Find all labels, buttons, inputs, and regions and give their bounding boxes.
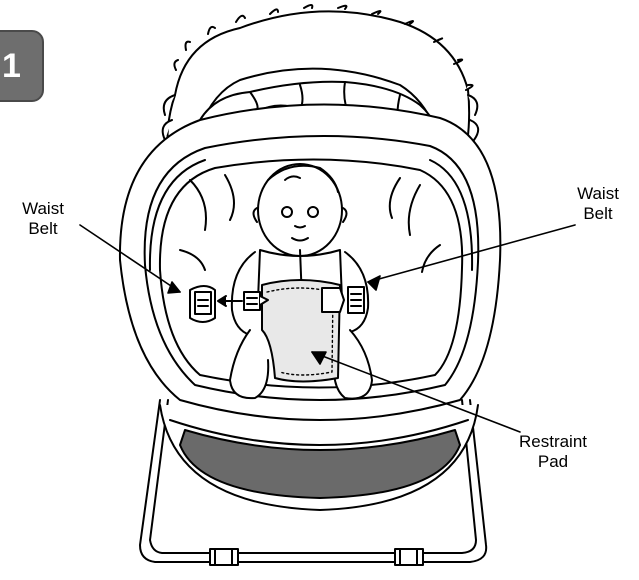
waist-belt-left-line2: Belt <box>12 219 74 239</box>
waist-belt-left-label: Waist Belt <box>12 199 74 239</box>
waist-belt-right-label: Waist Belt <box>565 184 631 224</box>
restraint-pad-line2: Pad <box>503 452 603 472</box>
waist-belt-right-line2: Belt <box>565 204 631 224</box>
restraint-pad-line1: Restraint <box>503 432 603 452</box>
waist-belt-right-line1: Waist <box>565 184 631 204</box>
waist-belt-left-line1: Waist <box>12 199 74 219</box>
restraint-pad-label: Restraint Pad <box>503 432 603 472</box>
